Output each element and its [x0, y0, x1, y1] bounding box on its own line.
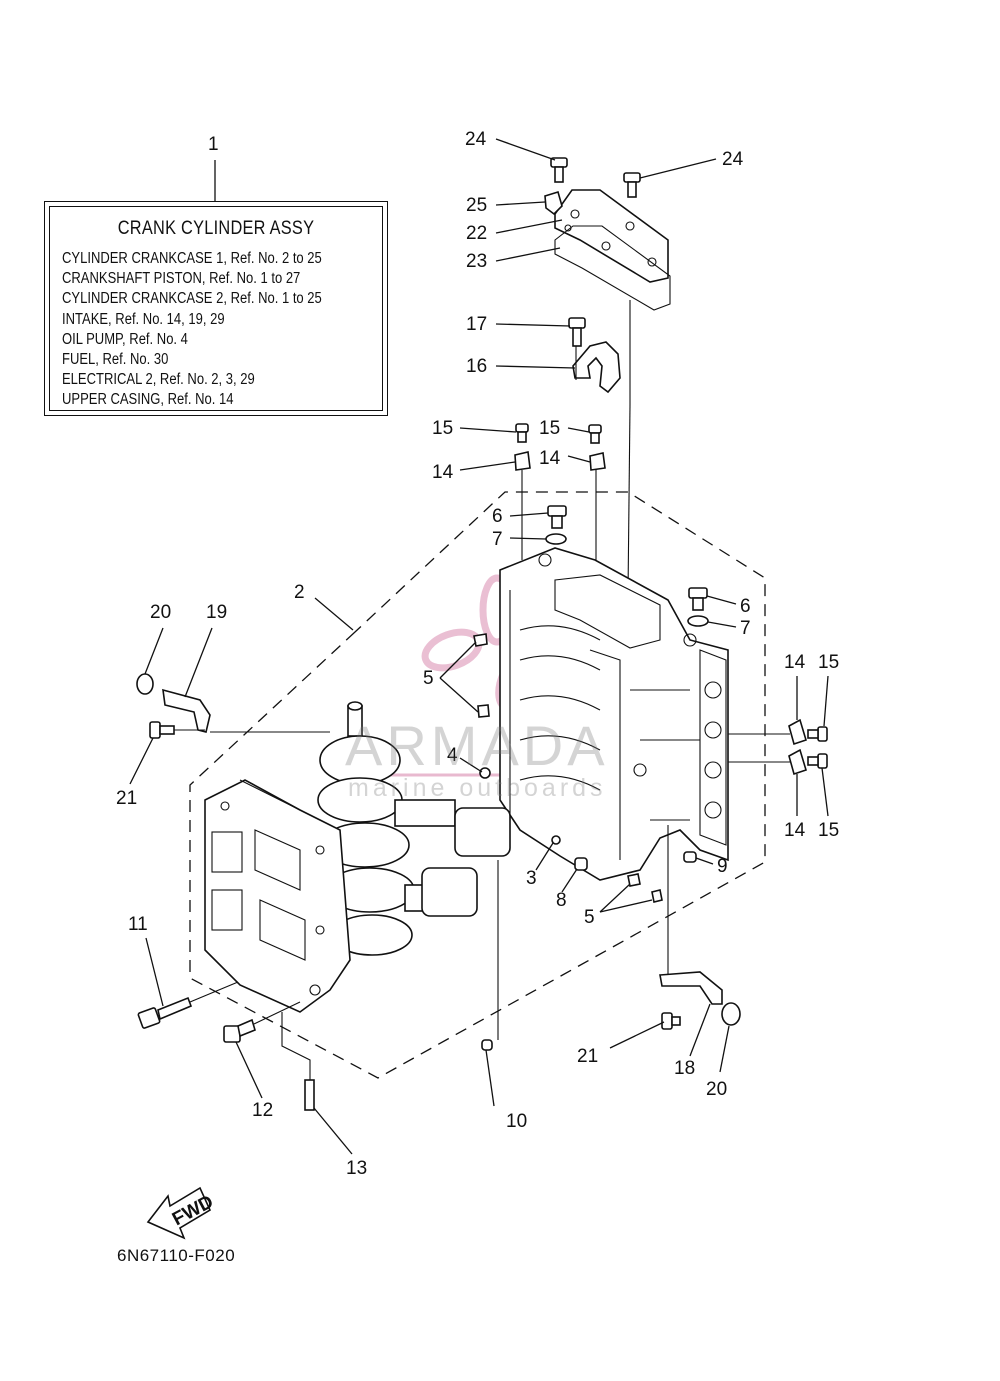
- screw-15-upper-right: [588, 424, 602, 444]
- nipple-5-mid: [477, 704, 490, 718]
- washer-7-right: [687, 615, 709, 627]
- bolt-11: [137, 996, 193, 1029]
- callout-2: 2: [294, 582, 305, 603]
- bolt-17: [568, 317, 586, 347]
- screw-15-right-upper: [807, 726, 828, 742]
- bolt-21-right: [661, 1012, 681, 1030]
- clip-14-right-upper: [788, 718, 807, 746]
- callout-8: 8: [556, 890, 567, 911]
- callout-11: 11: [128, 914, 148, 935]
- watermark-title: ARMADA: [345, 714, 609, 777]
- bolt-24-left: [550, 157, 568, 183]
- assembly-reference-line: UPPER CASING, Ref. No. 14: [62, 391, 234, 409]
- callout-15-right-bottom: 15: [818, 820, 839, 841]
- assembly-reference-line: FUEL, Ref. No. 30: [62, 351, 169, 369]
- callout-6-upper: 6: [492, 506, 503, 527]
- callout-1: 1: [208, 134, 219, 155]
- screw-15-upper-left: [515, 423, 529, 443]
- pin-3: [551, 835, 561, 845]
- dowel-10: [481, 1039, 493, 1051]
- stud-13: [304, 1079, 315, 1111]
- assembly-reference-box: CRANK CYLINDER ASSY CYLINDER CRANKCASE 1…: [44, 201, 388, 416]
- assembly-boundary: [189, 491, 766, 1079]
- callout-13: 13: [346, 1158, 367, 1179]
- callout-17: 17: [466, 314, 487, 335]
- callout-24-left: 24: [465, 129, 487, 150]
- watermark: ARMADA marine outboards: [345, 718, 665, 803]
- callout-5-lower: 5: [584, 907, 595, 928]
- callout-22: 22: [466, 223, 487, 244]
- assembly-reference-line: CRANKSHAFT PISTON, Ref. No. 1 to 27: [62, 270, 301, 288]
- callout-24-right: 24: [722, 149, 744, 170]
- callout-3: 3: [526, 868, 537, 889]
- callout-6-right: 6: [740, 596, 751, 617]
- crankcase: [204, 779, 351, 1013]
- callout-14-right-bottom: 14: [784, 820, 806, 841]
- bolt-21-left: [149, 721, 175, 739]
- assembly-reference-line: OIL PUMP, Ref. No. 4: [62, 330, 188, 348]
- callout-15-upper-left: 15: [432, 418, 453, 439]
- cap-20-right: [721, 1002, 741, 1026]
- callout-numbers: 1 2 3 4 5 5 6 6 7 7 8 9 10 11 12 13 14 1…: [116, 129, 839, 1179]
- callout-9: 9: [717, 856, 728, 877]
- callout-20-left: 20: [150, 602, 171, 623]
- nipple-5-lower-b: [651, 889, 663, 903]
- callout-4: 4: [447, 745, 458, 766]
- callout-14-upper-right: 14: [539, 448, 561, 469]
- diagram-code: 6N67110-F020: [117, 1246, 236, 1265]
- callout-25: 25: [466, 195, 487, 216]
- exhaust-cover-22: [554, 189, 669, 283]
- dowel-9: [683, 851, 697, 863]
- assembly-reference-line: INTAKE, Ref. No. 14, 19, 29: [62, 310, 225, 328]
- clip-14-right-lower: [788, 748, 807, 776]
- dowel-8: [574, 857, 588, 871]
- callout-20-right: 20: [706, 1079, 727, 1100]
- assembly-reference-list: CYLINDER CRANKCASE 1, Ref. No. 2 to 25 C…: [62, 249, 371, 411]
- callout-21-right: 21: [577, 1046, 598, 1067]
- watermark-subtitle: marine outboards: [348, 774, 607, 802]
- callout-10: 10: [506, 1111, 527, 1132]
- callout-21-left: 21: [116, 788, 137, 809]
- clip-14-upper-right: [589, 452, 606, 471]
- callout-14-right-top: 14: [784, 652, 806, 673]
- clamp-16: [572, 341, 621, 394]
- callout-7-upper: 7: [492, 529, 503, 550]
- callout-18: 18: [674, 1058, 695, 1079]
- clip-14-upper-left: [514, 451, 531, 471]
- leader-lines: [129, 138, 829, 1155]
- bolt-6-upper: [547, 505, 567, 529]
- bracket-18: [659, 971, 723, 1005]
- bolt-6-right: [688, 587, 708, 611]
- callout-16: 16: [466, 356, 487, 377]
- nipple-5-lower-a: [627, 873, 641, 887]
- cover-gasket-23: [554, 225, 671, 311]
- fwd-arrow-icon: FWD: [146, 1186, 217, 1240]
- bolt-24-right: [623, 172, 641, 198]
- assembly-reference-line: CYLINDER CRANKCASE 2, Ref. No. 1 to 25: [62, 290, 322, 308]
- callout-23: 23: [466, 251, 487, 272]
- washer-7-upper: [545, 533, 567, 545]
- callout-7-right: 7: [740, 618, 751, 639]
- assembly-reference-inner-frame: CRANK CYLINDER ASSY CYLINDER CRANKCASE 1…: [49, 206, 383, 411]
- callout-14-upper-left: 14: [432, 462, 454, 483]
- cylinder-block: [499, 547, 729, 881]
- fitting-25: [544, 190, 563, 216]
- bracket-19: [162, 688, 211, 733]
- washer-20-left: [136, 673, 154, 695]
- callout-19: 19: [206, 602, 227, 623]
- bolt-12: [223, 1018, 256, 1043]
- assembly-reference-line: CYLINDER CRANKCASE 1, Ref. No. 2 to 25: [62, 250, 322, 267]
- callout-12: 12: [252, 1100, 273, 1121]
- callout-15-right-top: 15: [818, 652, 839, 673]
- assembly-reference-line: ELECTRICAL 2, Ref. No. 2, 3, 29: [62, 371, 255, 389]
- callout-15-upper-right: 15: [539, 418, 560, 439]
- crankshaft: [317, 701, 511, 956]
- plug-4: [479, 767, 491, 779]
- assembly-title: CRANK CYLINDER ASSY: [117, 218, 315, 239]
- nipple-5-upper: [473, 633, 488, 647]
- callout-5-upper: 5: [423, 668, 434, 689]
- screw-15-right-lower: [807, 753, 828, 769]
